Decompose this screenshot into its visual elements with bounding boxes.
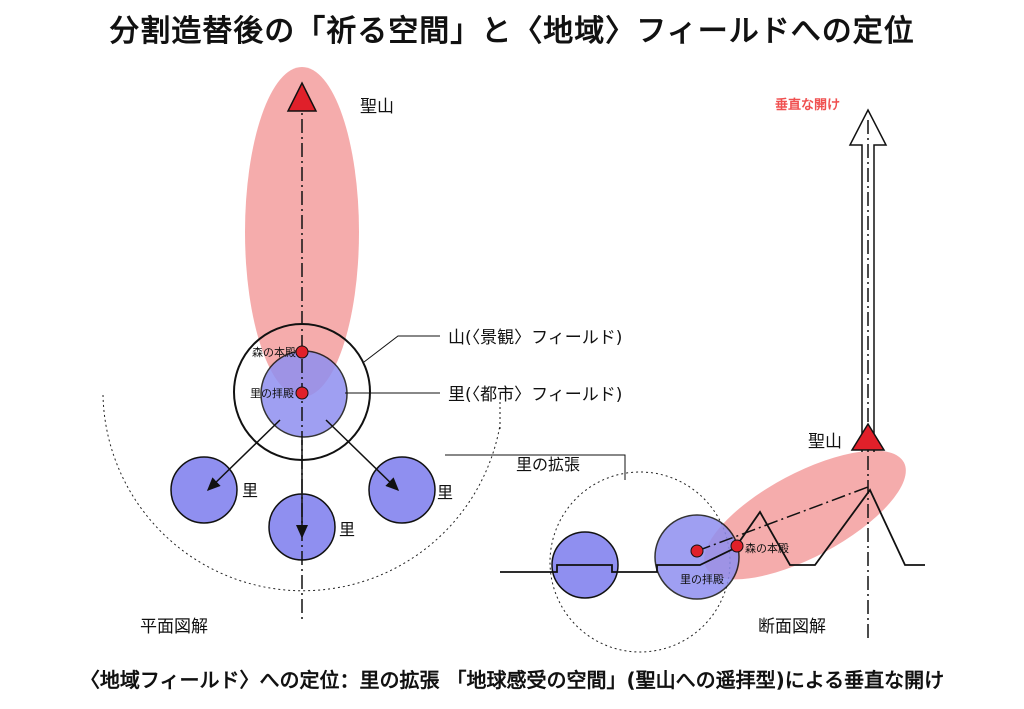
vertical-opening-label: 垂直な開け: [775, 97, 840, 113]
forest-shrine-label: 森の本殿: [745, 541, 789, 555]
arrow: [325, 419, 400, 492]
section-diagram: 垂直な開け 聖山 里の拡張 森の本殿 里の拝殿 断面図解: [445, 97, 925, 653]
terrain-profile: [500, 488, 925, 573]
outer-dotted-arc: [102, 394, 501, 592]
sacred-mountain-label: 聖山: [808, 432, 842, 452]
expansion-leader-line: [445, 454, 626, 480]
sacred-mountain-triangle-icon: [286, 81, 318, 112]
sacred-mountain-zone: [704, 450, 906, 580]
forest-shrine-dot: [295, 345, 309, 359]
village-expansion-label: 里の拡張: [516, 455, 580, 474]
plan-diagram: 聖山 森の本殿 里の拝殿 山(〈景観〉フィールド) 里(〈都市〉フィールド) 里…: [102, 67, 622, 637]
village-label: 里: [339, 520, 355, 539]
village-hall-label: 里の拝殿: [250, 387, 294, 400]
village-circle: [368, 456, 436, 524]
village-label: 里: [437, 483, 453, 502]
sightline: [696, 486, 869, 552]
forest-shrine-label: 森の本殿: [252, 345, 296, 359]
leader-line: [363, 335, 440, 363]
sacred-mountain-label: 聖山: [360, 97, 394, 117]
arrow: [206, 419, 281, 492]
vertical-opening-arrow-icon: [848, 108, 888, 452]
village-hall-dot: [295, 386, 309, 400]
village-circle: [170, 456, 238, 524]
village-field-label: 里(〈都市〉フィールド): [448, 385, 622, 405]
sacred-mountain-zone: [245, 67, 359, 397]
sacred-mountain-triangle-icon: [850, 422, 886, 451]
village-hall-dot: [690, 544, 704, 558]
forest-shrine-dot: [730, 539, 744, 553]
village-hall-label: 里の拝殿: [680, 573, 724, 586]
plan-diagram-label: 平面図解: [140, 617, 208, 637]
caption: 〈地域フィールド〉への定位：里の拡張 「地球感受の空間」(聖山への遥拝型)による…: [79, 668, 945, 692]
section-diagram-label: 断面図解: [758, 617, 826, 637]
village-label: 里: [242, 481, 258, 500]
mountain-field-label: 山(〈景観〉フィールド): [448, 328, 622, 348]
page-title: 分割造替後の「祈る空間」と〈地域〉フィールドへの定位: [109, 14, 915, 49]
